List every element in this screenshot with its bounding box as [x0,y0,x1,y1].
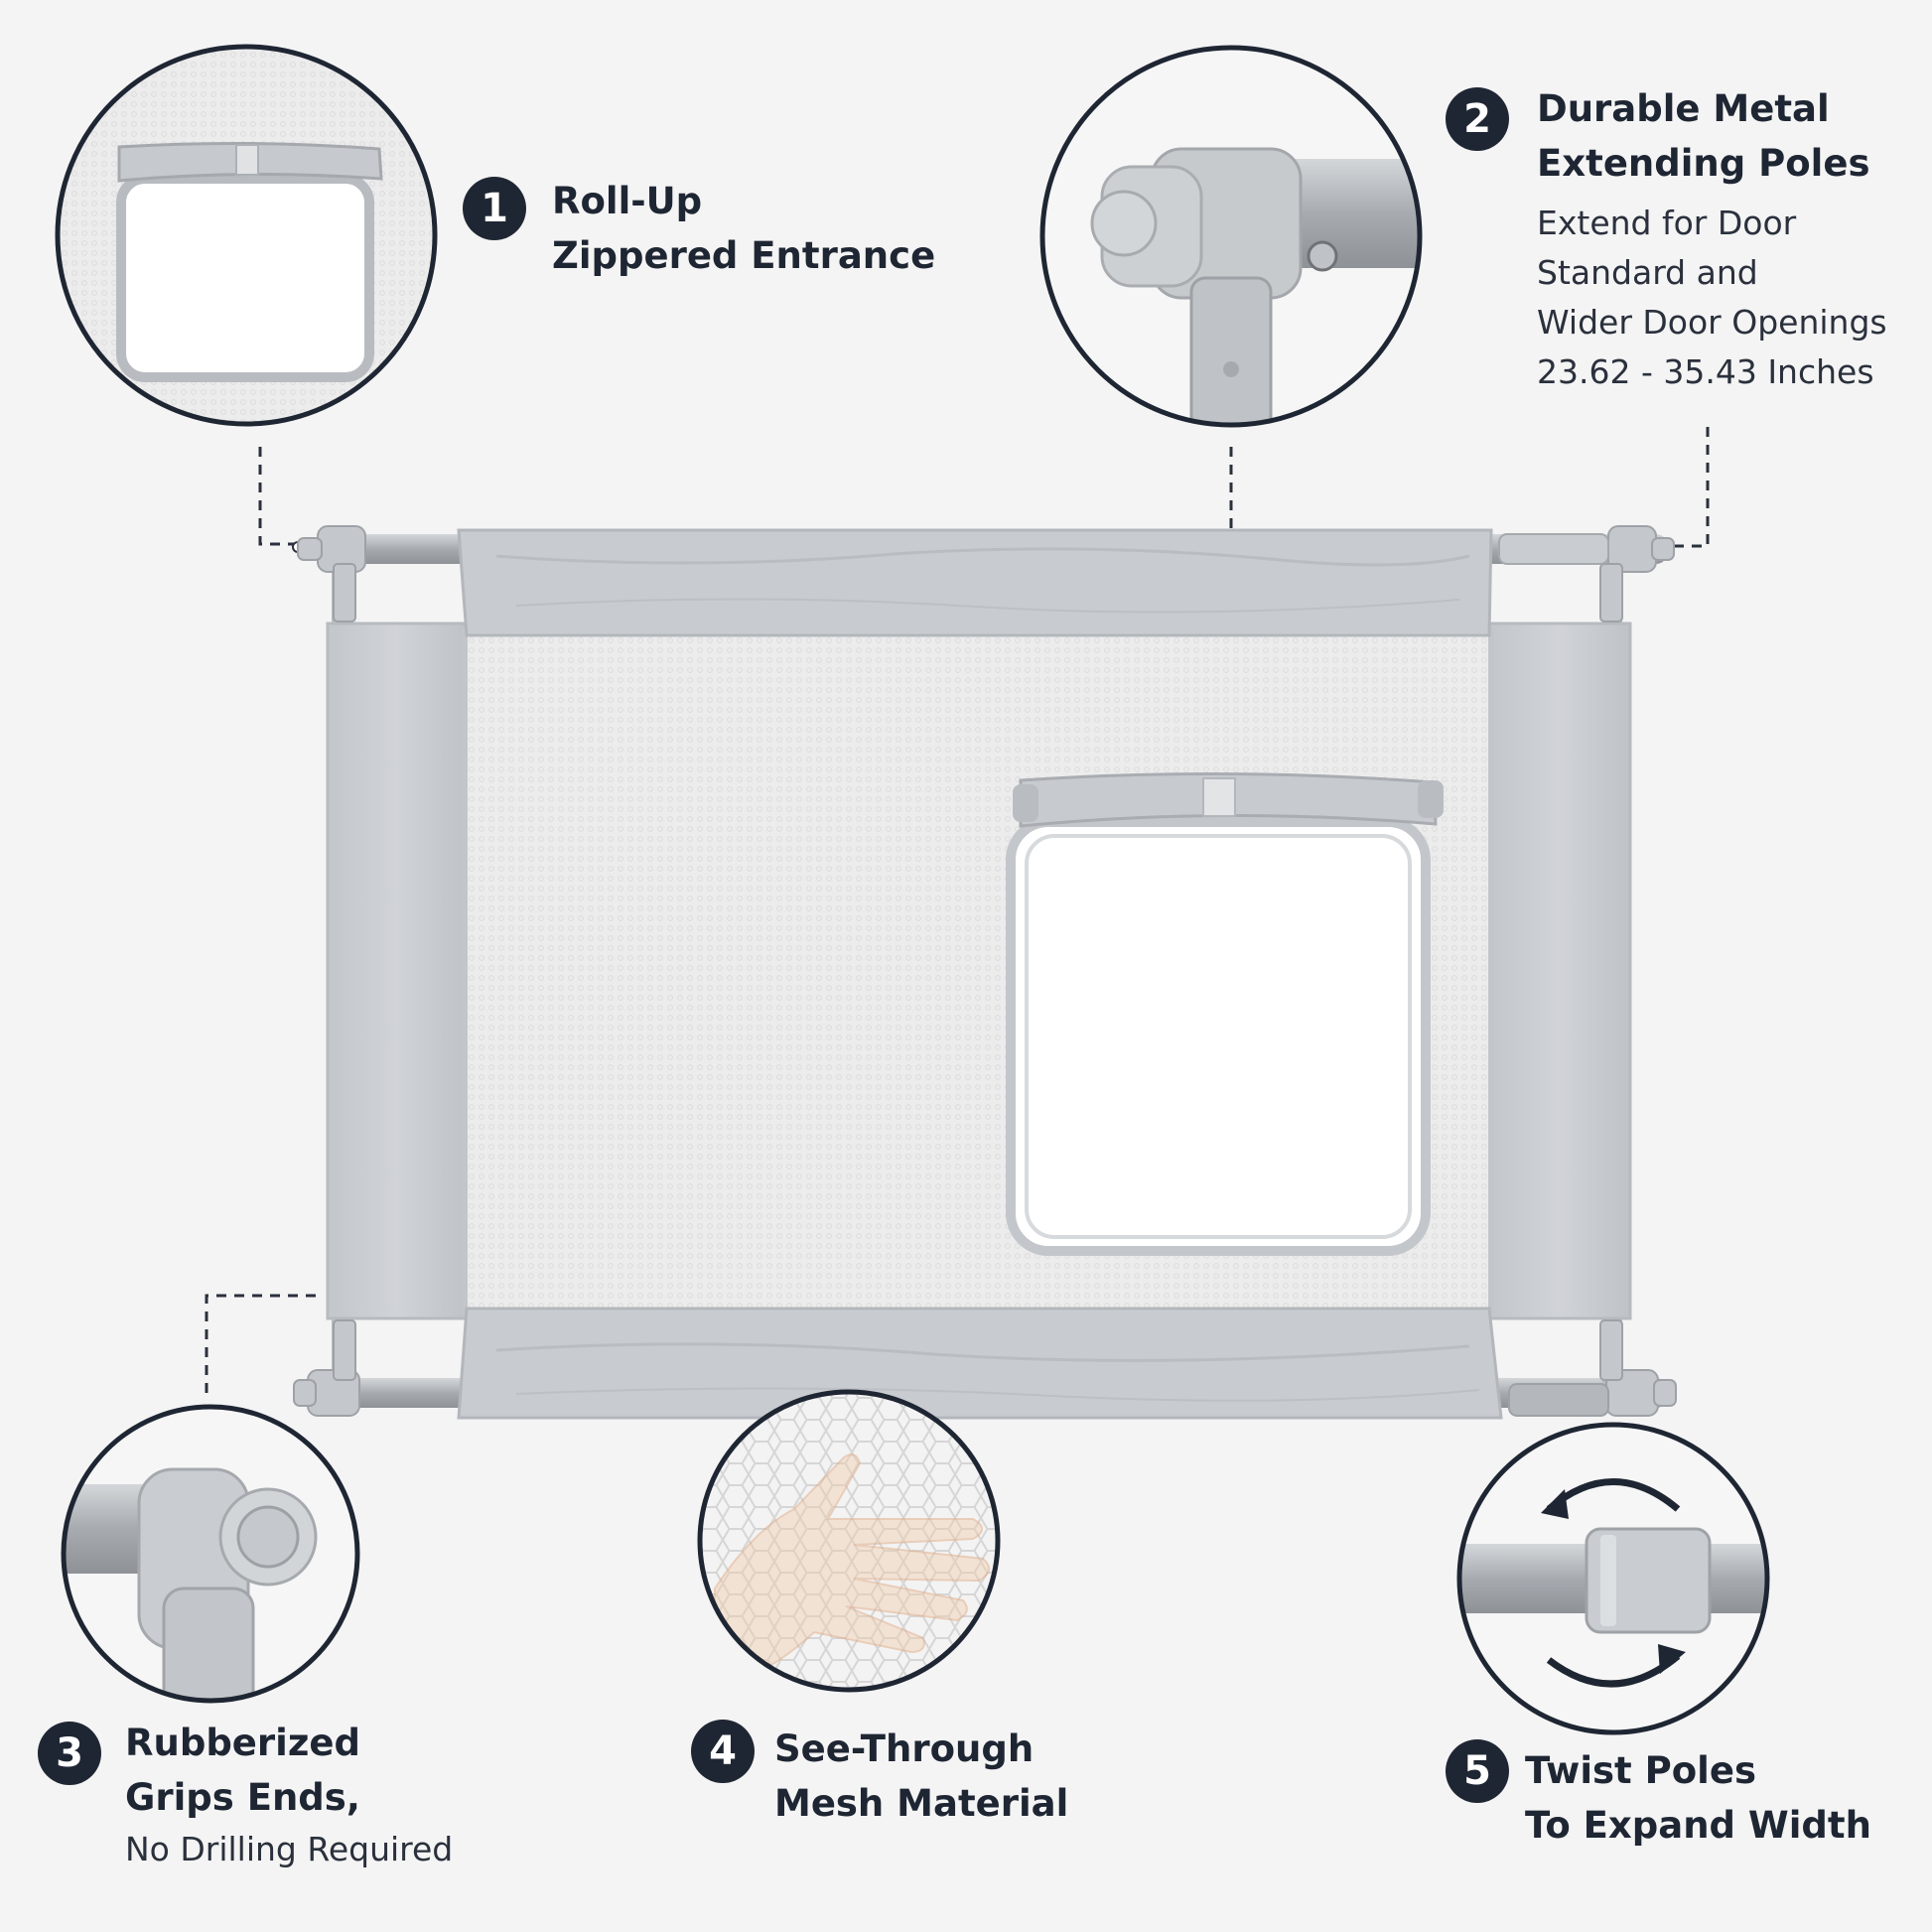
feature-1-title-line1: Roll-Up [552,180,703,222]
feature-5-title-line2: To Expand Width [1525,1804,1871,1847]
callout-mesh-material [697,1389,1001,1693]
badge-2: 2 [1446,87,1509,151]
gate-main [293,525,1677,1420]
feature-2-desc-line2: Standard and [1537,253,1758,292]
callout-twist-poles [1456,1422,1770,1735]
feature-4-title-line1: See-Through [774,1727,1035,1770]
feature-2-title-line1: Durable Metal [1537,87,1830,130]
badge-3: 3 [38,1722,101,1785]
feature-2-title-line2: Extending Poles [1537,142,1870,185]
badge-5: 5 [1446,1739,1509,1803]
feature-3-title-line2: Grips Ends, [125,1776,360,1819]
feature-2-desc-line4: 23.62 - 35.43 Inches [1537,352,1874,391]
feature-3-title-line1: Rubberized [125,1722,360,1764]
feature-2-desc-line3: Wider Door Openings [1537,303,1887,342]
badge-1: 1 [463,177,526,240]
feature-3-desc-line1: No Drilling Required [125,1830,454,1868]
callout-roll-up-entrance [55,44,438,427]
callout-rubber-grip [61,1404,360,1704]
callout-extending-poles [1039,45,1423,428]
feature-2-desc-line1: Extend for Door [1537,204,1797,242]
feature-5-title-line1: Twist Poles [1525,1749,1756,1792]
feature-1-title-line2: Zippered Entrance [552,234,936,277]
feature-4-title-line2: Mesh Material [774,1782,1069,1825]
badge-4: 4 [691,1720,755,1783]
